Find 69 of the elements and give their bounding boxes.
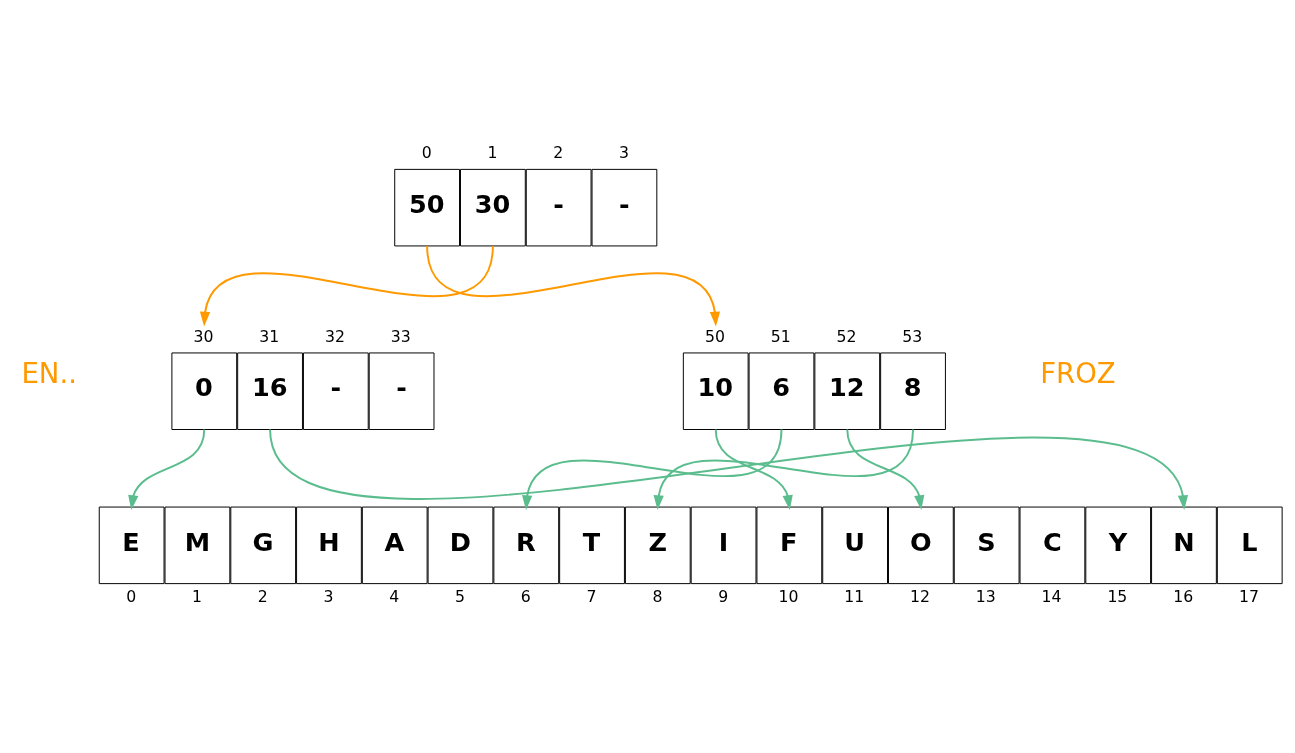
label: EN.. — [21, 357, 77, 390]
node-box: I — [690, 506, 757, 585]
node-box: 8 — [880, 352, 946, 430]
node-box: Z — [624, 506, 691, 585]
node-box: N — [1151, 506, 1217, 585]
node-label: 17 — [1238, 587, 1259, 607]
node-box: U — [822, 506, 888, 585]
node-label: 8 — [652, 587, 663, 607]
node-label: 51 — [770, 326, 791, 346]
node-label: 3 — [323, 587, 334, 607]
node-box: Y — [1085, 506, 1152, 585]
node-box: T — [559, 506, 625, 585]
node-label: 14 — [1041, 587, 1062, 607]
node-label: 50 — [704, 326, 725, 346]
label: FROZ — [1040, 357, 1116, 390]
node-box: M — [164, 506, 231, 585]
node-label: 33 — [390, 326, 411, 346]
node-label: 52 — [836, 326, 857, 346]
node-box: 10 — [682, 352, 749, 430]
node-label: 3 — [619, 143, 630, 163]
node-box: 50 — [394, 168, 460, 247]
node-box: 12 — [814, 352, 881, 430]
node-label: 0 — [126, 587, 137, 607]
node-box: H — [296, 506, 362, 585]
node-label: 30 — [193, 326, 214, 346]
arrow — [426, 244, 721, 327]
node-box: 16 — [237, 352, 303, 430]
arrow — [846, 428, 925, 510]
node-box: G — [230, 506, 297, 585]
node-label: 0 — [421, 143, 432, 163]
arrow — [714, 428, 793, 510]
node-label: 5 — [455, 587, 466, 607]
node-label: 16 — [1173, 587, 1194, 607]
node-box: C — [1019, 506, 1086, 585]
node-box: F — [756, 506, 823, 585]
node-box: R — [493, 506, 560, 585]
node-label: 31 — [259, 326, 280, 346]
node-label: 9 — [718, 587, 729, 607]
node-box: S — [953, 506, 1020, 585]
node-label: 6 — [520, 587, 531, 607]
node-label: 10 — [778, 587, 799, 607]
node-box: - — [591, 168, 658, 247]
node-box: L — [1216, 506, 1283, 585]
node-box: - — [302, 352, 369, 430]
node-label: 2 — [257, 587, 268, 607]
node-label: 4 — [389, 587, 400, 607]
node-box: 6 — [748, 352, 815, 430]
arrow — [199, 244, 494, 327]
node-label: 15 — [1107, 587, 1128, 607]
node-box: O — [888, 506, 954, 585]
node-label: 1 — [487, 143, 498, 163]
arrow — [128, 428, 206, 510]
node-box: D — [427, 506, 494, 585]
node-label: 11 — [844, 587, 865, 607]
node-label: 53 — [902, 326, 923, 346]
node-label: 7 — [586, 587, 597, 607]
node-label: 13 — [975, 587, 996, 607]
arrow — [522, 428, 783, 510]
node-label: 32 — [325, 326, 345, 346]
node-box: 30 — [460, 168, 526, 247]
node-box: E — [98, 506, 165, 585]
arrow — [653, 428, 914, 510]
node-box: - — [525, 168, 592, 247]
node-box: A — [361, 506, 428, 585]
node-label: 1 — [192, 587, 203, 607]
node-box: 0 — [171, 352, 238, 430]
node-label: 2 — [553, 143, 564, 163]
node-label: 12 — [910, 587, 931, 607]
node-box: - — [368, 352, 435, 430]
